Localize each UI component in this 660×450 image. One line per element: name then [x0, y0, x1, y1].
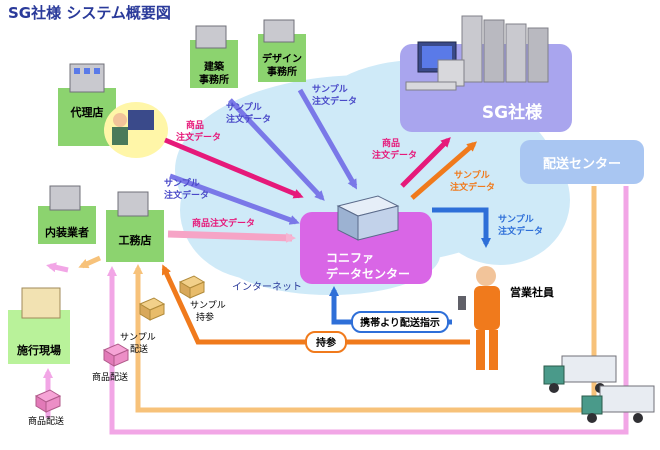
arrow-dc-to-sales	[432, 207, 491, 248]
edge-label-product-haisou-b: 商品配送	[28, 415, 64, 427]
design-label-2: 事務所	[267, 65, 297, 78]
edge-label-g2: 注文データ	[498, 225, 543, 237]
building-icon	[49, 185, 81, 211]
data-center-box	[300, 212, 432, 284]
koumuten-box	[106, 210, 164, 262]
genba-label: 施行現場	[17, 343, 61, 357]
edge-label-e1: 商品	[382, 137, 400, 149]
genba-box	[8, 310, 70, 364]
edge-label-sample-jisan-2: 持参	[196, 311, 214, 323]
jisan-pill	[305, 331, 347, 353]
edge-label-sample-haisou-1: サンプル	[120, 332, 156, 343]
arrow-naisou-sample	[78, 255, 102, 269]
building-icon	[69, 63, 105, 93]
sales-person-icon	[458, 266, 500, 370]
design-label-1: デザイン	[262, 52, 302, 65]
building-icon	[195, 25, 227, 49]
arrow-kenchiku-sample	[228, 98, 325, 201]
edge-label-b2: 注文データ	[226, 113, 271, 125]
package-icon	[138, 297, 166, 321]
arrow-dc-to-sg-sample	[410, 141, 478, 200]
edge-label-a1: 商品	[186, 119, 204, 131]
arrow-dc-to-sg-product	[400, 137, 451, 188]
edge-label-d2: 注文データ	[164, 189, 209, 201]
arrow-dairiten-sample	[169, 173, 300, 225]
package-icon	[102, 343, 130, 367]
desktop-computer-icon	[405, 41, 465, 91]
arrow-design-sample	[297, 88, 358, 190]
edge-label-e2: 注文データ	[372, 149, 417, 161]
edge-label-g1: サンプル	[498, 213, 534, 225]
dairiten-label: 代理店	[70, 105, 104, 119]
building-icon	[21, 287, 61, 319]
edge-label-koumuten: 商品注文データ	[192, 217, 255, 229]
arrow-delivery-sample	[133, 186, 597, 413]
edge-label-f2: 注文データ	[450, 181, 495, 193]
kenchiku-label-2: 事務所	[199, 73, 229, 86]
server-rack-icon	[461, 15, 549, 83]
data-center-label-line1: コニファ	[326, 251, 374, 265]
edge-label-f1: サンプル	[454, 169, 490, 181]
building-icon	[263, 19, 295, 43]
arrow-jisan	[161, 264, 470, 345]
internet-label: インターネット	[232, 281, 302, 293]
data-center-label-line2: データセンター	[326, 266, 410, 281]
eigyo-label: 営業社員	[510, 285, 554, 299]
naisou-label: 内装業者	[45, 225, 89, 239]
mobile-instruction-pill	[351, 311, 449, 333]
person-at-computer-icon	[104, 102, 168, 158]
server-icon	[336, 195, 400, 241]
truck-icon	[543, 355, 617, 393]
arrow-dairiten-product	[164, 137, 304, 199]
koumuten-label: 工務店	[119, 233, 152, 247]
edge-label-b1: サンプル	[226, 101, 262, 113]
edge-label-sample-jisan-1: サンプル	[190, 300, 226, 311]
mobile-instruction-label: 携帯より配送指示	[360, 316, 440, 329]
naisou-box	[38, 206, 96, 244]
kenchiku-label-1: 建築	[203, 60, 225, 73]
edge-label-sample-haisou-2: 配送	[130, 343, 148, 355]
arrow-naisou-product	[46, 262, 69, 273]
edge-label-c2: 注文データ	[312, 95, 357, 107]
edge-label-d1: サンプル	[164, 177, 200, 189]
sg-label: SG社様	[482, 102, 543, 123]
edge-label-c1: サンプル	[312, 83, 348, 95]
diagram-title: SG社様 システム概要図	[8, 4, 171, 22]
package-icon	[34, 389, 62, 413]
delivery-center-box	[520, 140, 644, 184]
edge-label-product-haisou-a: 商品配送	[92, 371, 128, 383]
package-icon	[178, 275, 206, 299]
arrow-koumuten-product	[167, 230, 296, 243]
building-icon	[117, 191, 149, 217]
jisan-label: 持参	[316, 336, 336, 349]
truck-icon	[581, 385, 655, 423]
delivery-center-label: 配送センター	[543, 156, 621, 172]
edge-label-a2: 注文データ	[176, 131, 221, 143]
